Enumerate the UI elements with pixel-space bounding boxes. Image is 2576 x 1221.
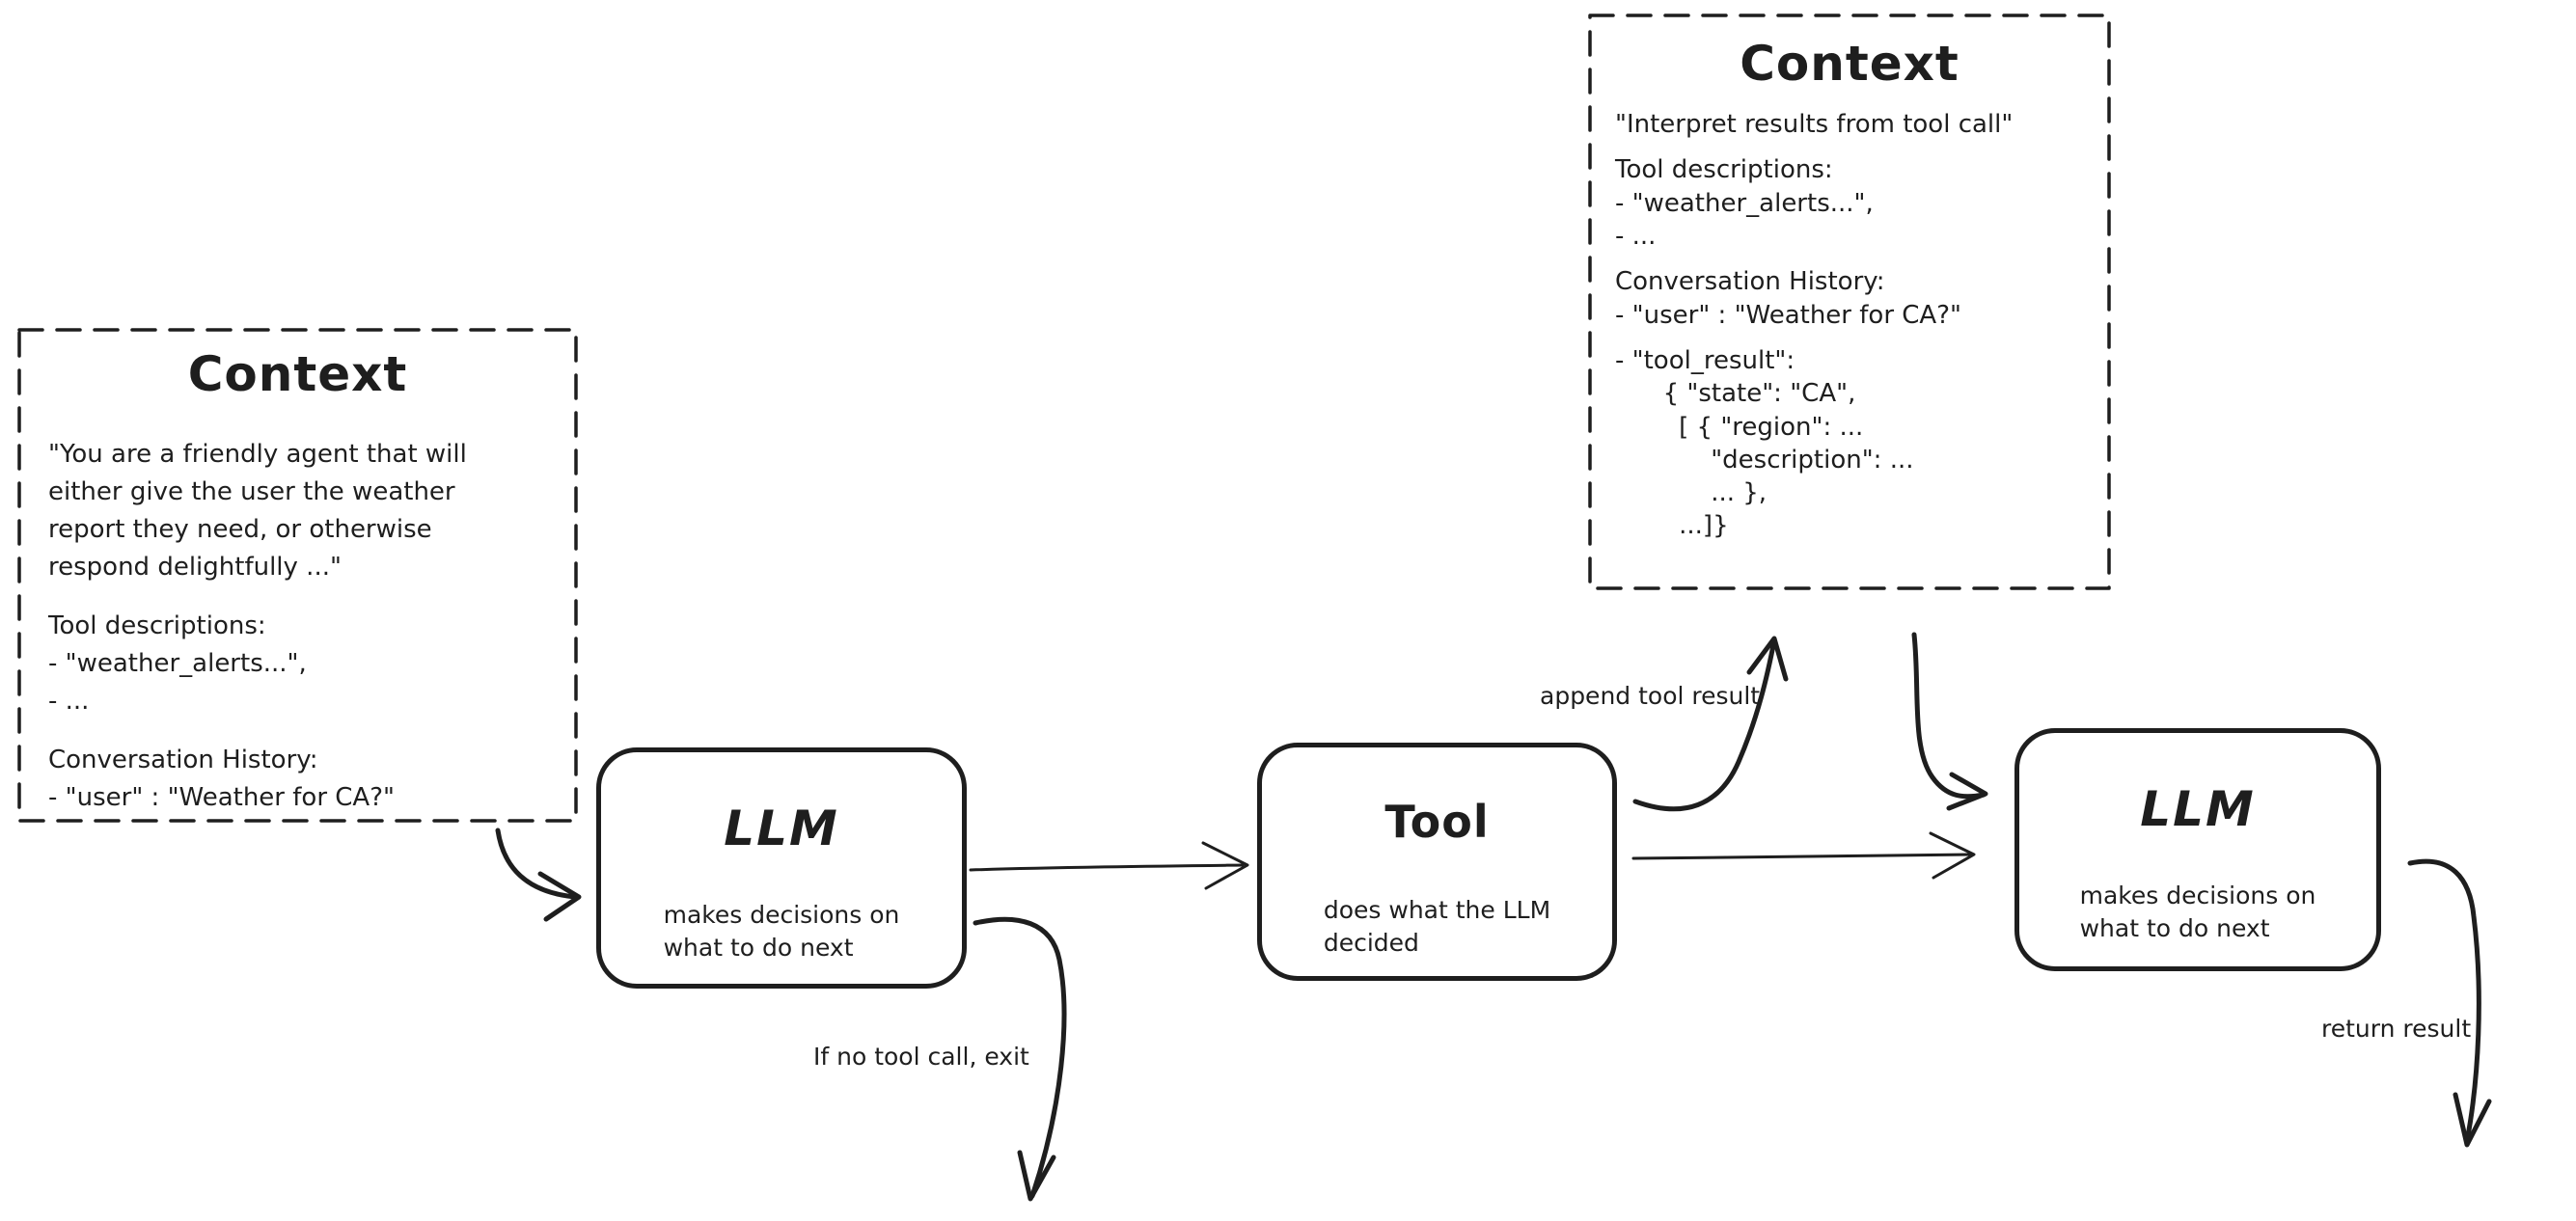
node-llm-2-subtitle: makes decisions on what to do next [2019,880,2376,945]
context-right-tool-result: - "tool_result": { "state": "CA", [ { "r… [1615,345,1914,541]
arrow-llm1-exit [973,916,1067,1202]
context-right-tool-descriptions: Tool descriptions: - "weather_alerts..."… [1615,155,1874,251]
context-box-left: Context "You are a friendly agent that w… [19,330,576,821]
context-left-conversation-history: Conversation History: - "user" : "Weathe… [48,746,395,812]
context-right-border [1588,14,2111,590]
node-llm-1-subtitle-text: makes decisions on what to do next [663,901,900,962]
node-llm-2: LLM makes decisions on what to do next [2014,728,2381,971]
context-right-title: Context [1740,36,1959,92]
arrow-tool-to-context-right [1632,636,1789,812]
context-right-body: "Interpret results from tool call" Tool … [1590,93,2109,543]
node-llm-1: LLM makes decisions on what to do next [596,747,967,989]
context-left-system-prompt: "You are a friendly agent that will eith… [48,440,467,582]
node-llm-1-subtitle: makes decisions on what to do next [601,899,962,964]
arrow-context-right-to-llm2 [1911,632,1988,811]
context-right-system-prompt: "Interpret results from tool call" [1615,110,2014,139]
node-tool: Tool does what the LLM decided [1257,743,1617,981]
node-tool-title: Tool [1384,796,1490,848]
label-if-no-tool-call-exit: If no tool call, exit [813,1043,1029,1071]
node-tool-subtitle-text: does what the LLM decided [1323,896,1551,957]
node-llm-2-subtitle-text: makes decisions on what to do next [2079,882,2316,942]
arrow-tool-to-llm2 [1631,831,1976,880]
label-return-result: return result [2321,1015,2472,1043]
context-right-conversation-history: Conversation History: - "user" : "Weathe… [1615,267,1961,330]
arrow-context-left-to-llm1 [495,828,582,922]
context-left-title: Context [187,346,408,402]
label-append-tool-result: append tool result [1540,682,1761,710]
arrow-llm2-return-result [2407,858,2492,1148]
node-llm-2-title: LLM [2140,781,2256,837]
node-tool-subtitle: does what the LLM decided [1262,894,1612,960]
node-llm-1-title: LLM [724,800,839,856]
context-left-tool-descriptions: Tool descriptions: - "weather_alerts..."… [48,611,307,716]
context-left-body: "You are a friendly agent that will eith… [19,403,576,817]
arrow-llm1-to-tool [969,841,1249,890]
context-box-right: Context "Interpret results from tool cal… [1590,15,2109,588]
context-left-border [17,328,578,823]
